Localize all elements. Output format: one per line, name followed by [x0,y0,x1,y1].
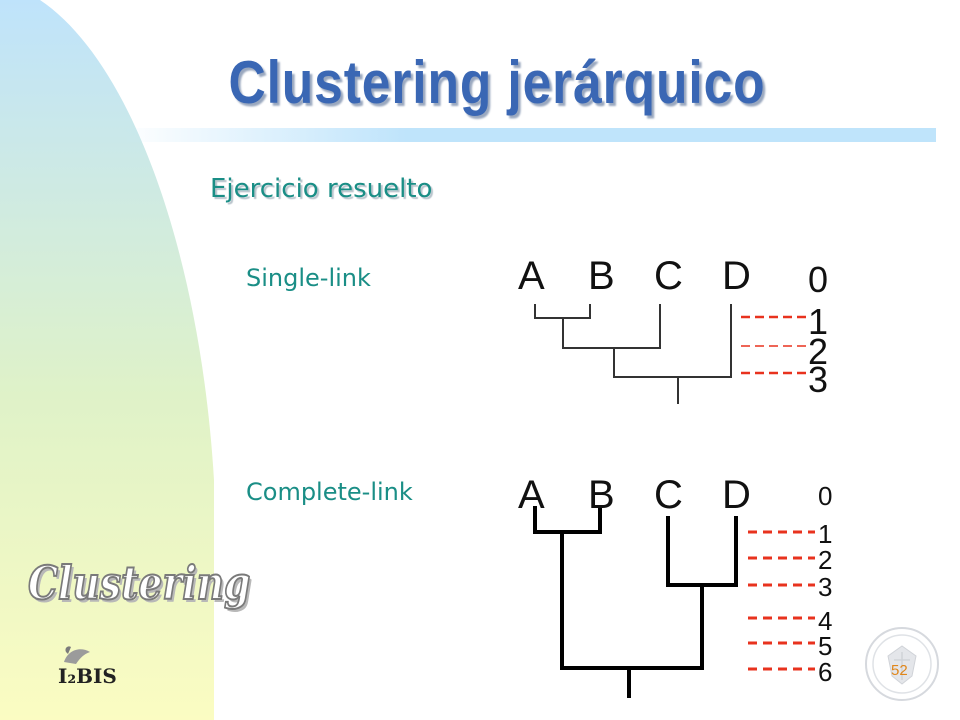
complete-merge-abcd [560,532,704,670]
complete-leaf-a: A [518,473,545,517]
single-level-0: 0 [808,259,828,300]
complete-merge-cd [666,516,738,587]
single-merge-abc [562,304,661,349]
complete-leaf-c: C [654,473,683,517]
background-gradient-panel [0,0,214,720]
single-link-label: Single-link [246,264,371,292]
complete-link-tree [533,506,738,698]
complete-level-6: 6 [818,657,832,687]
complete-level-4: 4 [818,606,832,636]
complete-level-1: 1 [818,519,832,549]
complete-level-5: 5 [818,631,832,661]
complete-level-3: 3 [818,572,832,602]
single-level-2: 2 [808,331,828,372]
bird-icon [64,646,90,664]
single-merge-abcd [613,304,732,378]
complete-leaf-d: D [722,473,751,517]
complete-link-label: Complete-link [246,478,413,506]
page-title: Clustering jerárquico [228,49,766,116]
single-level-guides [741,315,808,375]
single-level-3: 3 [808,359,828,400]
title-underline-bar [120,128,936,142]
single-leaf-c: C [654,254,683,298]
single-leaf-b: B [588,254,615,298]
complete-leaf-b: B [588,473,615,517]
subtitle: Ejercicio resuelto [210,174,433,204]
complete-level-0: 0 [818,481,832,511]
complete-merge-ab [533,506,602,534]
page-number: 52 [891,662,908,679]
university-seal-icon [865,627,939,701]
single-link-tree [534,304,732,404]
i2bis-logo: I₂BIS [58,664,117,688]
complete-level-2: 2 [818,545,832,575]
single-leaf-a: A [518,254,545,298]
single-level-1: 1 [808,301,828,342]
single-leaf-d: D [722,254,751,298]
complete-level-guides [748,530,815,671]
clustering-wordmark: Clustering [27,555,251,611]
